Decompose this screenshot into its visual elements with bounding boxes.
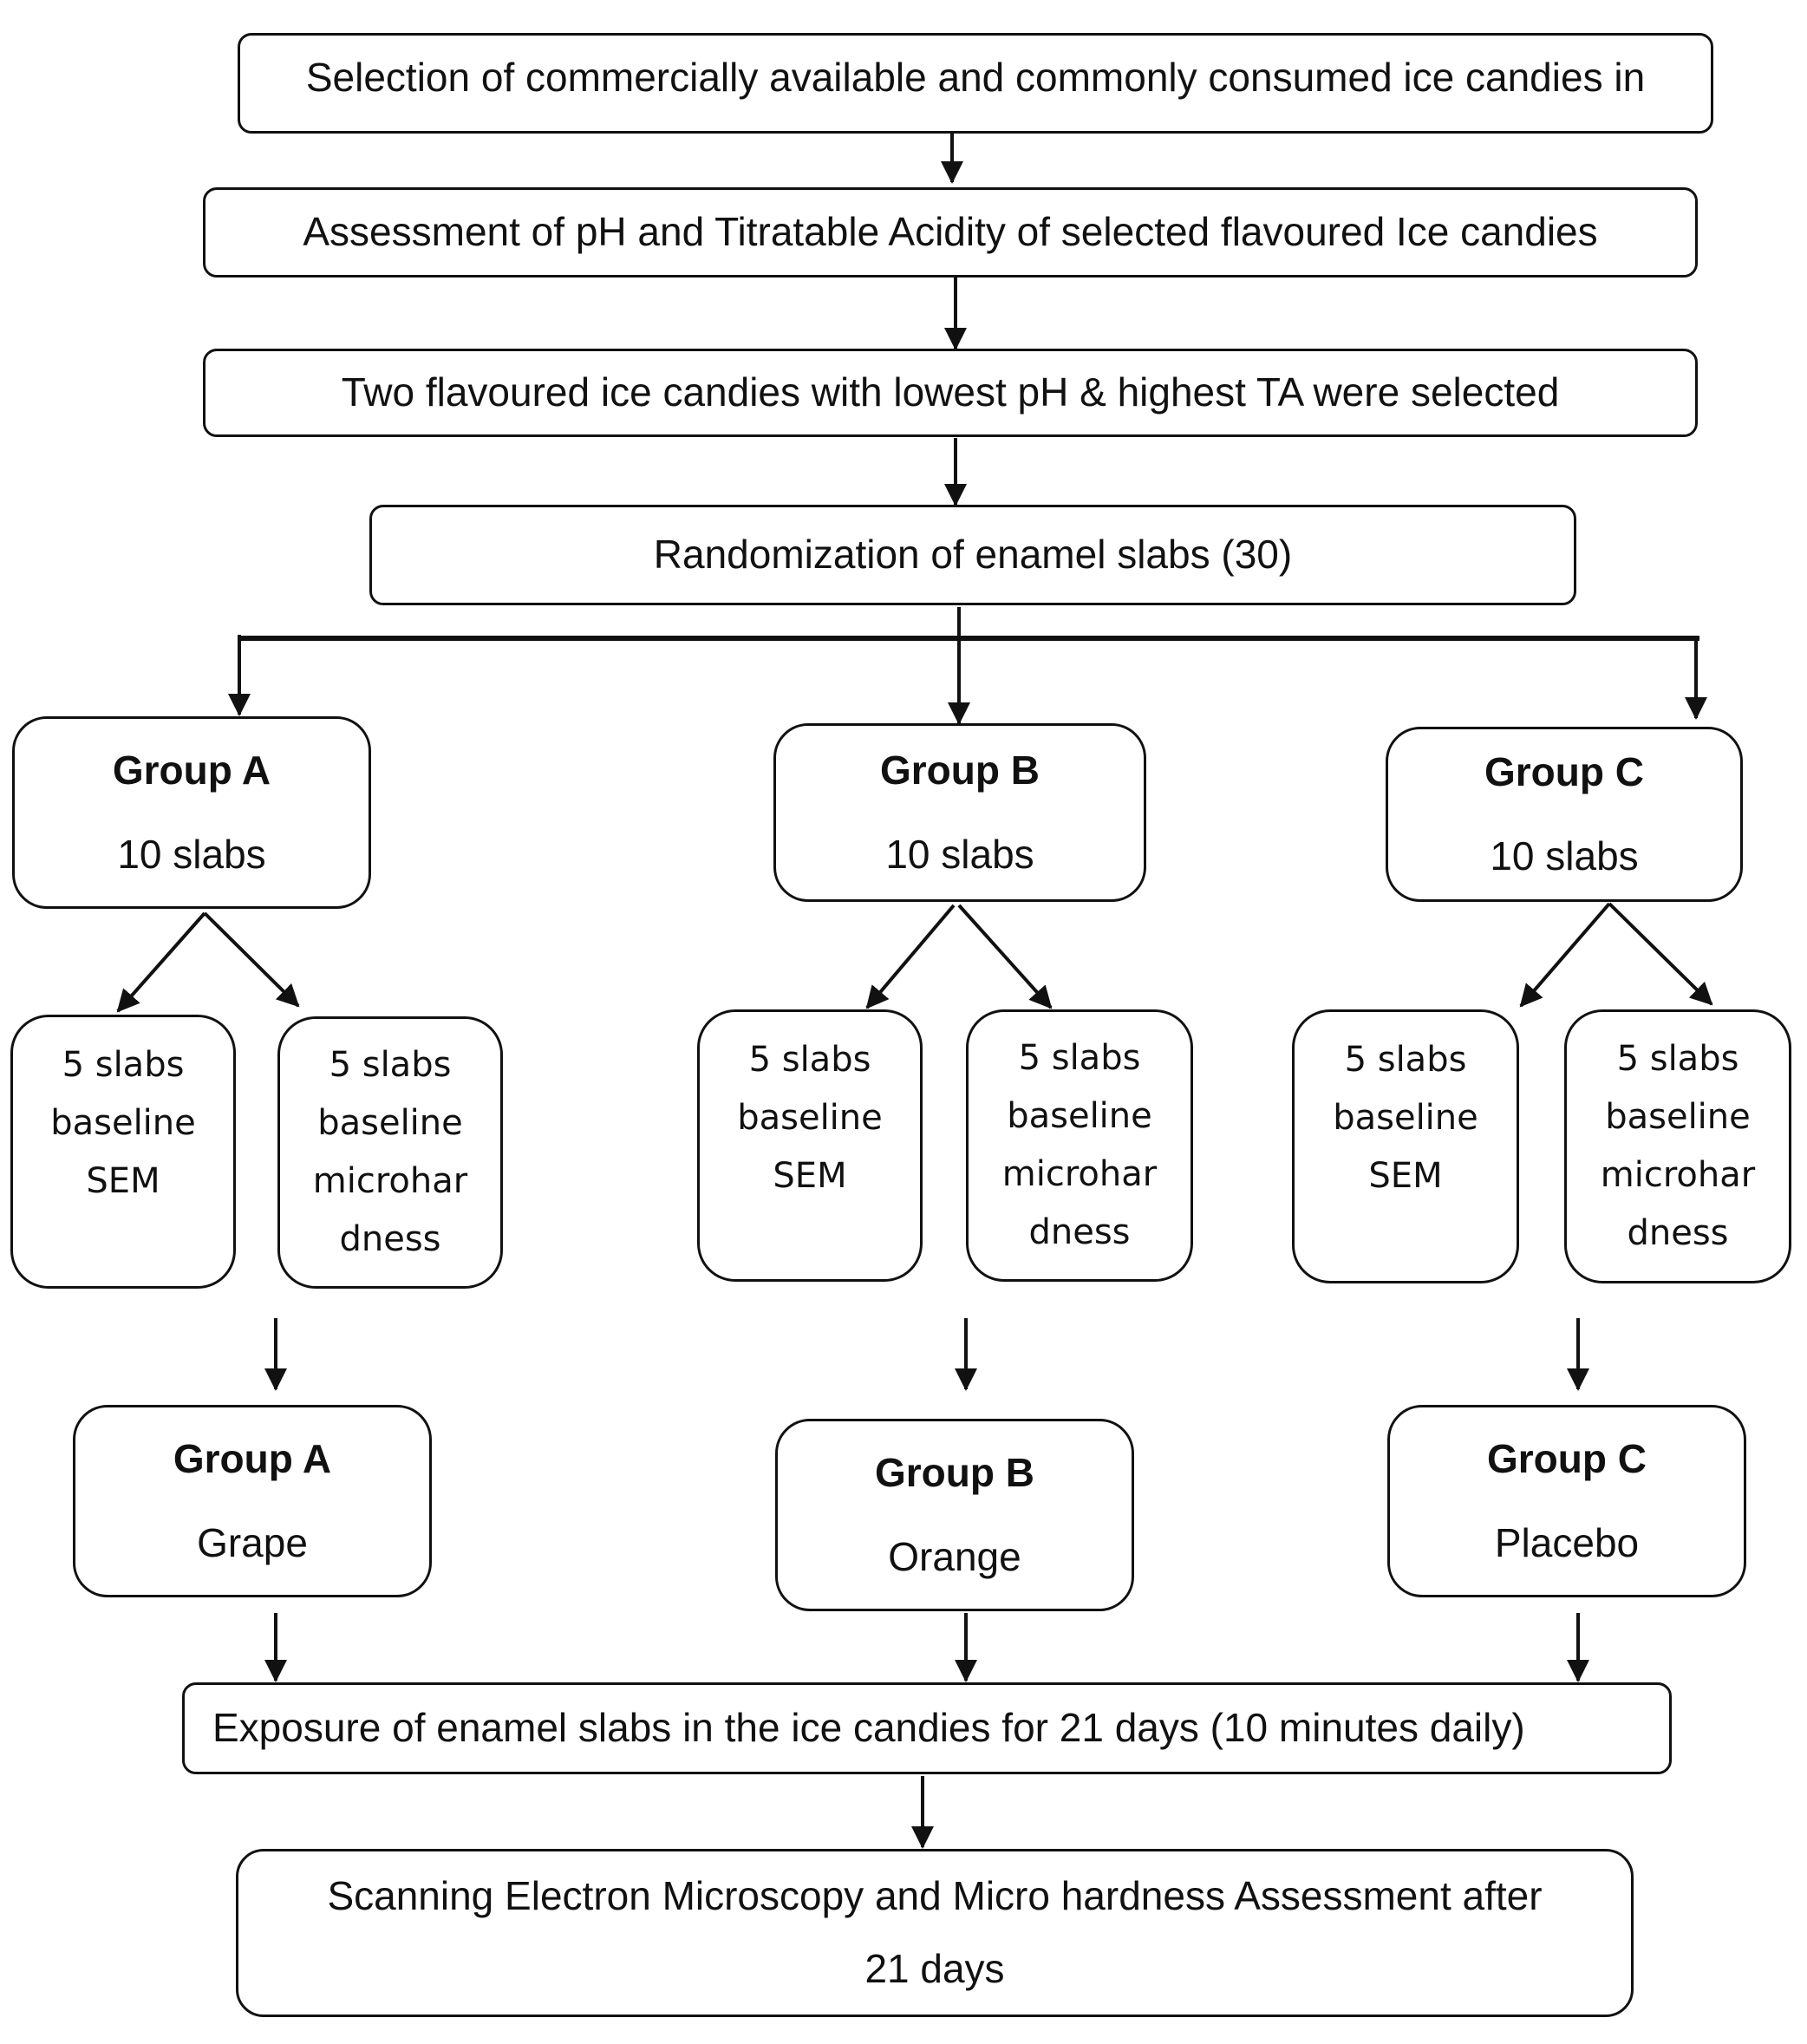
treatment-group-c-box: Group C Placebo [1387,1405,1746,1597]
group-a-micro-line-2: baseline [317,1102,463,1143]
group-b-micro-box: 5 slabs baseline microhar dness [966,1009,1193,1282]
treatment-group-a-title: Group A [173,1435,332,1481]
group-b-micro-line-3: microhar [1001,1154,1158,1194]
group-a-count: 10 slabs [117,832,266,877]
group-b-micro-line-1: 5 slabs [1018,1037,1141,1078]
step-exposure-text: Exposure of enamel slabs in the ice cand… [212,1705,1525,1751]
group-c-sem-line-1: 5 slabs [1344,1040,1467,1080]
group-a-sem-line-2: baseline [50,1103,196,1144]
treatment-group-a-name: Grape [197,1520,308,1565]
group-c-sem-line-2: baseline [1333,1098,1478,1139]
arrow-group-a-to-micro [203,911,300,1008]
group-a-box: Group A 10 slabs [12,716,371,909]
group-c-micro-line-3: microhar [1600,1155,1756,1195]
group-b-box: Group B 10 slabs [773,723,1146,902]
step-exposure: Exposure of enamel slabs in the ice cand… [182,1682,1672,1774]
group-b-sem-line-3: SEM [773,1156,847,1197]
treatment-group-b-box: Group B Orange [775,1419,1134,1611]
treatment-group-c-name: Placebo [1494,1520,1640,1565]
group-a-micro-line-4: dness [339,1219,441,1260]
group-a-sem-line-3: SEM [86,1161,160,1202]
group-a-sem-line-1: 5 slabs [62,1045,185,1085]
group-c-micro-line-1: 5 slabs [1616,1038,1739,1079]
step-final-line-2: 21 days [864,1946,1005,1991]
arrow-group-a-to-sem [116,911,206,1013]
group-b-count: 10 slabs [885,832,1034,877]
group-c-micro-box: 5 slabs baseline microhar dness [1564,1009,1791,1283]
treatment-group-b-title: Group B [875,1449,1034,1495]
group-a-micro-box: 5 slabs baseline microhar dness [277,1016,503,1289]
group-b-sem-box: 5 slabs baseline SEM [697,1009,923,1282]
step-two-flavoured: Two flavoured ice candies with lowest pH… [203,349,1698,437]
group-a-micro-line-1: 5 slabs [329,1044,452,1085]
group-c-micro-line-2: baseline [1605,1096,1751,1137]
step-final: Scanning Electron Microscopy and Micro h… [236,1849,1634,2017]
group-b-title: Group B [880,747,1040,793]
step-final-line-1: Scanning Electron Microscopy and Micro h… [327,1873,1543,1919]
group-a-title: Group A [112,747,271,793]
arrow-group-c-to-micro [1608,902,1713,1006]
arrow-group-c-to-sem [1519,902,1611,1008]
step-randomization: Randomization of enamel slabs (30) [369,505,1576,605]
arrow-group-b-to-micro [957,904,1053,1009]
group-b-sem-line-1: 5 slabs [748,1040,871,1080]
step-two-flavoured-text: Two flavoured ice candies with lowest pH… [341,369,1560,415]
step-assessment: Assessment of pH and Titratable Acidity … [203,187,1698,278]
group-c-sem-box: 5 slabs baseline SEM [1292,1009,1519,1283]
group-b-micro-line-4: dness [1028,1212,1131,1253]
group-c-micro-line-4: dness [1627,1213,1729,1254]
treatment-group-b-name: Orange [888,1534,1021,1579]
treatment-group-a-box: Group A Grape [73,1405,432,1597]
step-randomization-text: Randomization of enamel slabs (30) [653,532,1293,578]
treatment-group-c-title: Group C [1487,1435,1647,1481]
group-c-count: 10 slabs [1490,833,1639,878]
step-selection: Selection of commercially available and … [238,33,1713,134]
group-b-sem-line-2: baseline [737,1098,883,1139]
group-b-micro-line-2: baseline [1007,1095,1152,1136]
group-a-sem-box: 5 slabs baseline SEM [10,1015,236,1289]
group-c-sem-line-3: SEM [1368,1156,1443,1197]
group-c-title: Group C [1484,748,1644,794]
group-c-box: Group C 10 slabs [1386,727,1743,902]
group-a-micro-line-3: microhar [312,1161,468,1201]
arrow-group-b-to-sem [865,904,956,1009]
step-selection-text: Selection of commercially available and … [305,55,1646,100]
step-assessment-text: Assessment of pH and Titratable Acidity … [303,209,1598,255]
